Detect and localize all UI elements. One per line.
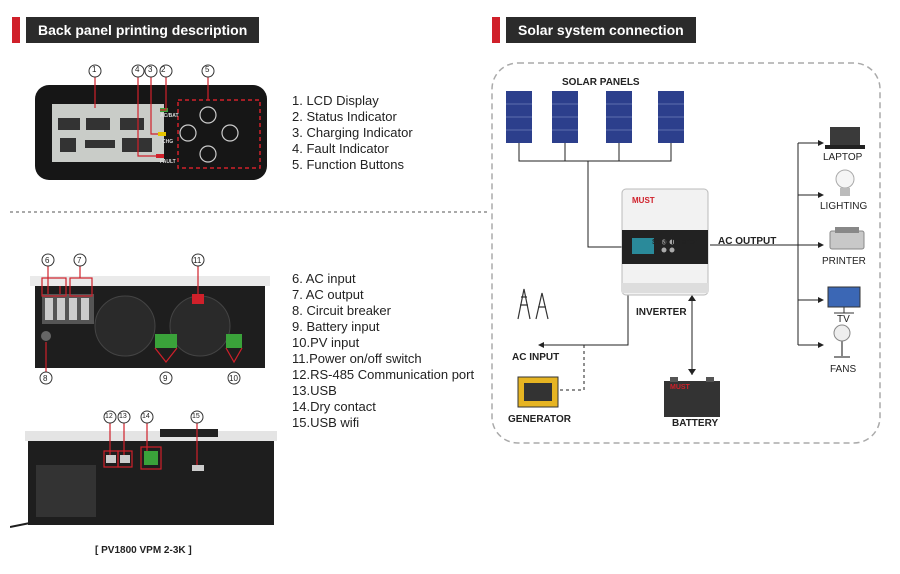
list-item: 7. AC output — [292, 287, 364, 302]
left-header-title: Back panel printing description — [26, 17, 260, 43]
list-item: 15.USB wifi — [292, 415, 360, 430]
callout-13: 13 — [119, 413, 127, 420]
laptop-icon — [825, 127, 865, 149]
left-section-header: Back panel printing description — [12, 17, 260, 43]
list-item: 6. AC input — [292, 271, 356, 286]
list-item: 11.Power on/off switch — [292, 351, 422, 366]
battery-icon — [664, 377, 720, 417]
load-fans-label: FANS — [830, 364, 857, 375]
load-laptop-label: LAPTOP — [823, 152, 863, 163]
solar-panels-icon — [506, 91, 684, 143]
function-buttons-frame — [177, 99, 261, 169]
ac-bat-label: AC/BAT — [160, 113, 179, 119]
solar-panels-label: SOLAR PANELS — [562, 77, 640, 88]
callout-14: 14 — [142, 413, 150, 420]
callout-5: 5 — [205, 65, 210, 74]
list-item: 4. Fault Indicator — [292, 141, 389, 156]
light-bulb-icon — [835, 169, 855, 196]
back-description-list: 6. AC input 7. AC output 8. Circuit brea… — [292, 271, 474, 431]
right-header-title: Solar system connection — [506, 17, 696, 43]
callout-4: 4 — [135, 65, 140, 74]
load-lighting-label: LIGHTING — [820, 201, 868, 212]
inverter-model: Solar Inverter — [652, 239, 698, 246]
list-item: 3. Charging Indicator — [292, 125, 413, 140]
generator-icon — [517, 376, 559, 408]
list-item: 13.USB — [292, 383, 337, 398]
callout-8: 8 — [43, 374, 48, 383]
battery-brand: MUST — [670, 384, 690, 391]
list-item: 5. Function Buttons — [292, 157, 405, 172]
list-item: 10.PV input — [292, 335, 360, 350]
fan-icon — [833, 324, 851, 358]
load-tv-label: TV — [837, 314, 850, 325]
front-panel-illustration — [35, 64, 267, 180]
back-panel-illustration — [30, 253, 270, 385]
inverter-brand: MUST — [632, 196, 655, 205]
solar-connection-diagram — [491, 62, 881, 444]
chg-led — [158, 132, 166, 136]
inverter-label: INVERTER — [636, 307, 687, 318]
fault-led — [156, 154, 164, 158]
list-item: 12.RS-485 Communication port — [292, 367, 475, 382]
list-item: 1. LCD Display — [292, 93, 379, 108]
load-printer-label: PRINTER — [822, 256, 866, 267]
power-switch — [192, 294, 204, 304]
callout-1: 1 — [92, 65, 97, 74]
model-caption: [ PV1800 VPM 2-3K ] — [95, 545, 192, 556]
header-accent-bar — [12, 17, 20, 43]
callout-3: 3 — [148, 65, 153, 74]
battery-label: BATTERY — [672, 418, 719, 429]
ac-input-label: AC INPUT — [512, 352, 560, 363]
callout-15: 15 — [192, 413, 200, 420]
list-item: 8. Circuit breaker — [292, 303, 391, 318]
callout-12: 12 — [105, 413, 113, 420]
callout-6: 6 — [45, 256, 50, 265]
printer-icon — [829, 227, 865, 250]
ac-output-label: AC OUTPUT — [718, 236, 777, 247]
right-section-header: Solar system connection — [492, 17, 696, 43]
callout-11: 11 — [193, 256, 202, 265]
inverter-icon — [621, 188, 709, 296]
fault-label: FAULT — [160, 159, 176, 165]
chg-label: CHG — [162, 139, 174, 145]
list-item: 2. Status Indicator — [292, 109, 397, 124]
callout-7: 7 — [77, 256, 82, 265]
generator-label: GENERATOR — [508, 414, 571, 425]
tv-icon — [827, 286, 861, 314]
callout-9: 9 — [163, 374, 168, 383]
lcd-screen — [52, 104, 164, 162]
list-item: 9. Battery input — [292, 319, 380, 334]
side-panel-illustration — [10, 410, 277, 528]
callout-10: 10 — [229, 374, 238, 383]
list-item: 14.Dry contact — [292, 399, 376, 414]
diagram-frame — [491, 62, 881, 444]
callout-2: 2 — [161, 65, 166, 74]
section-divider — [10, 211, 488, 213]
front-description-list: 1. LCD Display 2. Status Indicator 3. Ch… — [292, 93, 413, 173]
header-accent-bar — [492, 17, 500, 43]
power-pylon-icon — [517, 288, 549, 320]
